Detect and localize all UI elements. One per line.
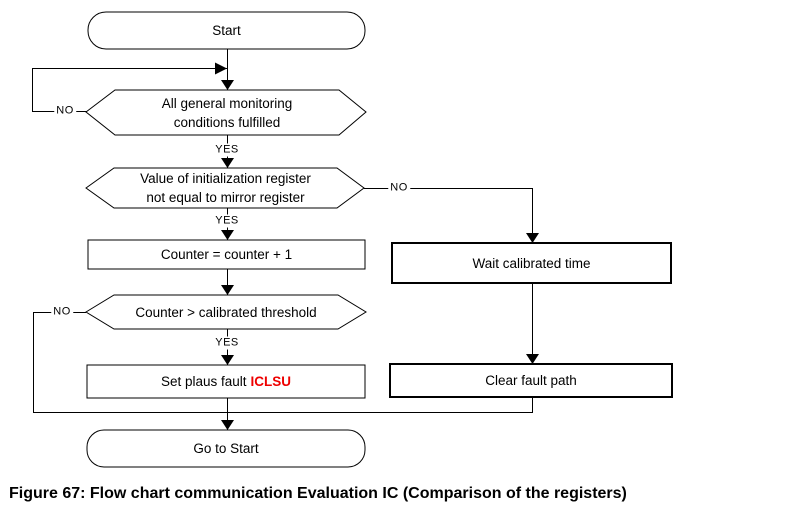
arrowhead-down-icon: [526, 354, 539, 364]
process-clearfault-shape: [389, 363, 673, 398]
arrowhead-down-icon: [221, 355, 234, 365]
decision-register-shape: [85, 167, 365, 209]
figure-caption: Figure 67: Flow chart communication Eval…: [9, 485, 627, 502]
terminator-goto-shape: [86, 429, 366, 468]
arrowhead-down-icon: [221, 420, 234, 430]
edge-clear-to-goto: [227, 397, 533, 413]
process-counter-shape: [87, 239, 366, 270]
terminator-start-shape: [87, 11, 366, 50]
arrowhead-down-icon: [221, 285, 234, 295]
arrowhead-right-icon: [215, 62, 227, 75]
process-setfault-shape: [86, 364, 366, 399]
decision-monitoring-shape: [85, 89, 367, 136]
process-wait-shape: [391, 242, 672, 284]
edge-register-no: [364, 188, 533, 243]
arrowhead-down-icon: [526, 233, 539, 243]
arrowhead-down-icon: [221, 158, 234, 168]
decision-threshold-shape: [85, 294, 367, 330]
arrowhead-down-icon: [221, 230, 234, 240]
flow-arrowheads: [215, 62, 539, 430]
flow-shapes: [85, 11, 673, 468]
arrowhead-down-icon: [221, 80, 234, 90]
